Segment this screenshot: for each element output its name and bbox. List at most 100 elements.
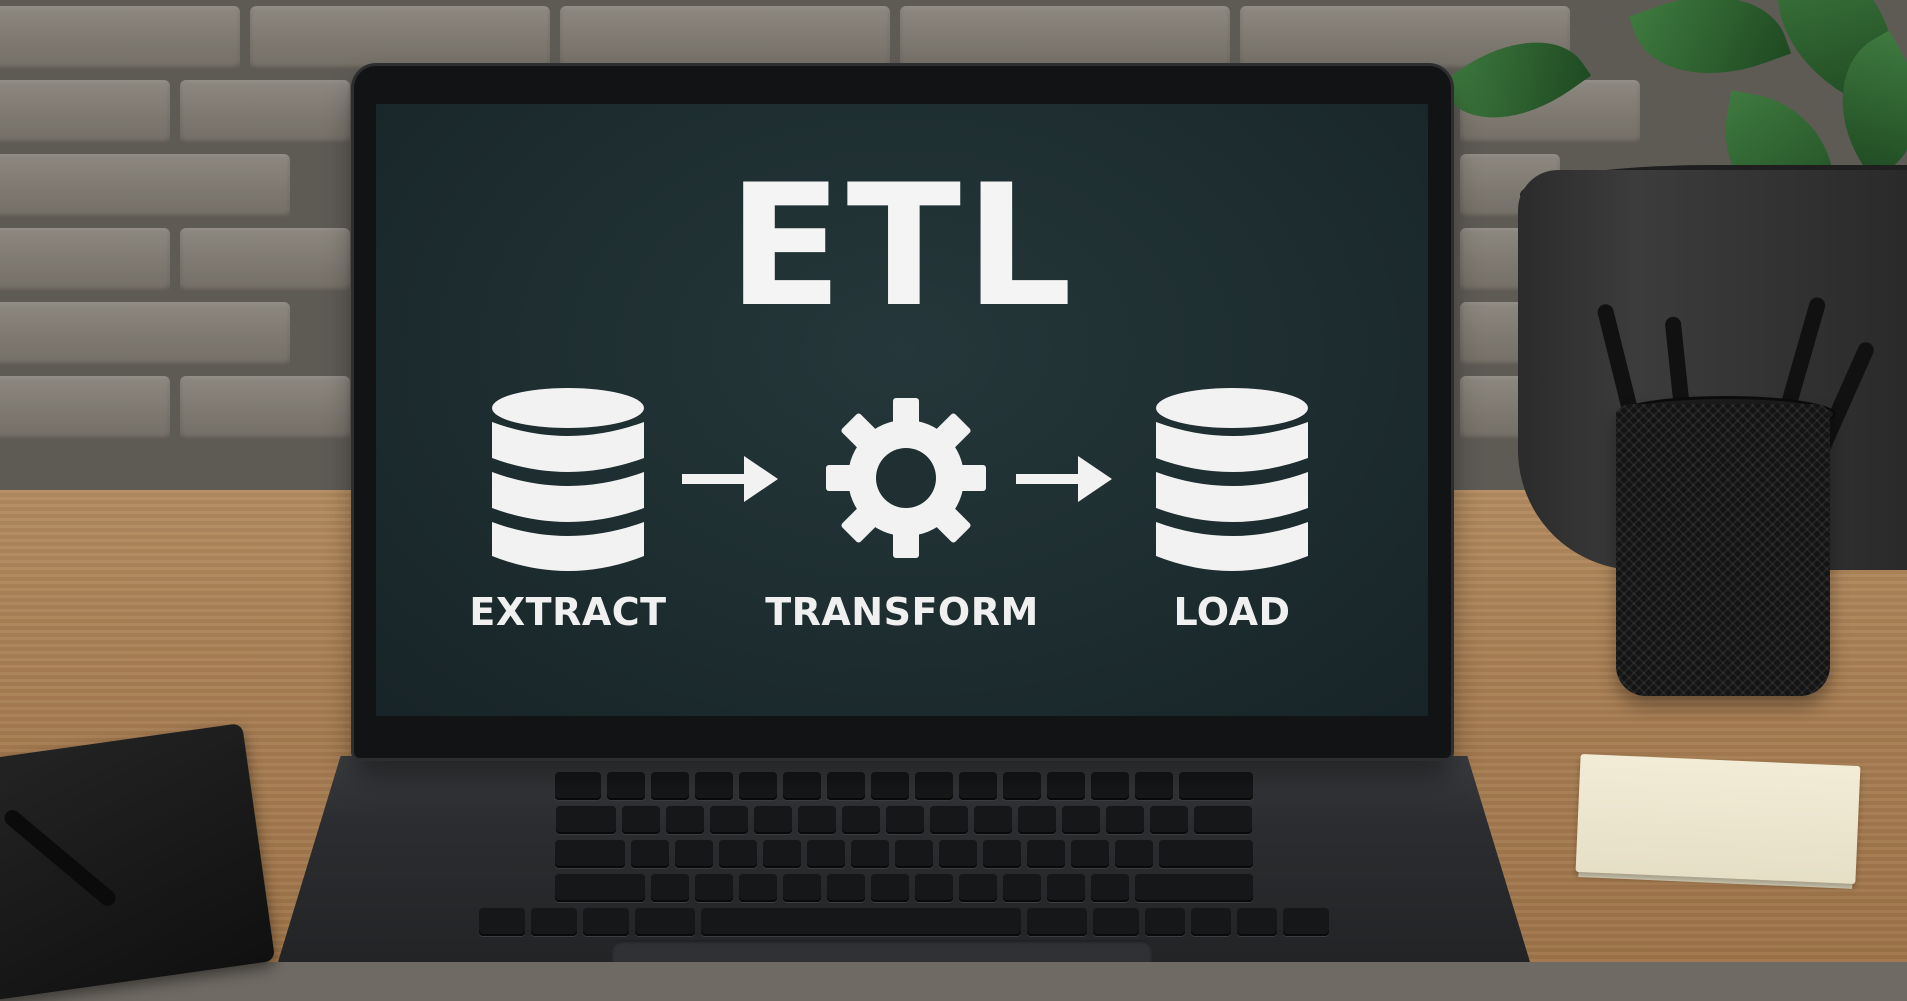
stage-label-extract: EXTRACT [469,590,667,634]
brick [180,80,350,144]
black-notebook [0,722,276,1001]
keyboard-key [939,840,977,868]
arrow-right-icon [682,456,778,502]
keyboard-key [1179,772,1253,800]
keyboard-key [1047,874,1085,902]
keyboard-key [783,874,821,902]
brick [900,6,1230,70]
keyboard-key [798,806,836,834]
keyboard-key [1047,772,1085,800]
etl-title: ETL [727,148,1077,344]
keyboard-key [1062,806,1100,834]
gear-icon [826,398,986,558]
keyboard-key [675,840,713,868]
keyboard-key [479,908,525,936]
brick [0,6,240,70]
keyboard-key [1091,874,1129,902]
keyboard-key [871,772,909,800]
keyboard-key [635,908,695,936]
keyboard-key [886,806,924,834]
laptop-screen: ETL EXTRA [376,104,1428,716]
brick [560,6,890,70]
keyboard-key [1145,908,1185,936]
keyboard-row [555,840,1253,868]
keyboard-key [1194,806,1252,834]
keyboard-key [915,772,953,800]
brick [0,154,290,218]
keyboard-key [1003,772,1041,800]
keyboard-key [783,772,821,800]
keyboard-key [622,806,660,834]
laptop-keyboard [340,772,1468,940]
keyboard-key [807,840,845,868]
keyboard-key [974,806,1012,834]
keyboard-key [555,874,645,902]
keyboard-key [1150,806,1188,834]
stage-label-load: LOAD [1173,590,1291,634]
brick [250,6,550,70]
sticky-notepad [1575,753,1861,885]
keyboard-row [555,874,1253,902]
keyboard-key [1115,840,1153,868]
keyboard-key [1091,772,1129,800]
trackpad [612,940,1152,962]
keyboard-key [1027,840,1065,868]
keyboard-key [1191,908,1231,936]
keyboard-key [556,806,616,834]
keyboard-key [1135,874,1253,902]
database-icon [1156,388,1308,571]
mesh-pen-cup [1616,404,1830,696]
keyboard-key [930,806,968,834]
keyboard-key [1159,840,1253,868]
keyboard-key [631,840,669,868]
brick [0,302,290,366]
keyboard-key [895,840,933,868]
keyboard-key [651,874,689,902]
keyboard-key [1018,806,1056,834]
stage-label-transform: TRANSFORM [765,590,1039,634]
brick [0,80,170,144]
brick [180,376,350,440]
keyboard-key [607,772,645,800]
keyboard-key [701,908,1021,936]
keyboard-key [555,772,601,800]
keyboard-key [531,908,577,936]
keyboard-key [827,772,865,800]
keyboard-key [555,840,625,868]
keyboard-key [1027,908,1087,936]
keyboard-key [739,874,777,902]
keyboard-key [695,772,733,800]
keyboard-key [739,772,777,800]
keyboard-key [1003,874,1041,902]
keyboard-key [1135,772,1173,800]
keyboard-key [695,874,733,902]
brick [0,376,170,440]
keyboard-key [959,772,997,800]
keyboard-key [666,806,704,834]
keyboard-key [983,840,1021,868]
keyboard-key [710,806,748,834]
brick [0,228,170,292]
keyboard-row [479,908,1329,936]
database-icon [492,388,644,571]
keyboard-key [1093,908,1139,936]
keyboard-key [1106,806,1144,834]
keyboard-key [915,874,953,902]
brick [180,228,350,292]
arrow-right-icon [1016,456,1112,502]
keyboard-key [1283,908,1329,936]
keyboard-row [555,772,1253,800]
keyboard-key [827,874,865,902]
keyboard-key [583,908,629,936]
keyboard-key [719,840,757,868]
keyboard-key [871,874,909,902]
keyboard-key [651,772,689,800]
keyboard-key [1071,840,1109,868]
keyboard-key [754,806,792,834]
keyboard-key [842,806,880,834]
keyboard-key [851,840,889,868]
keyboard-key [1237,908,1277,936]
keyboard-key [959,874,997,902]
keyboard-key [763,840,801,868]
keyboard-row [556,806,1252,834]
